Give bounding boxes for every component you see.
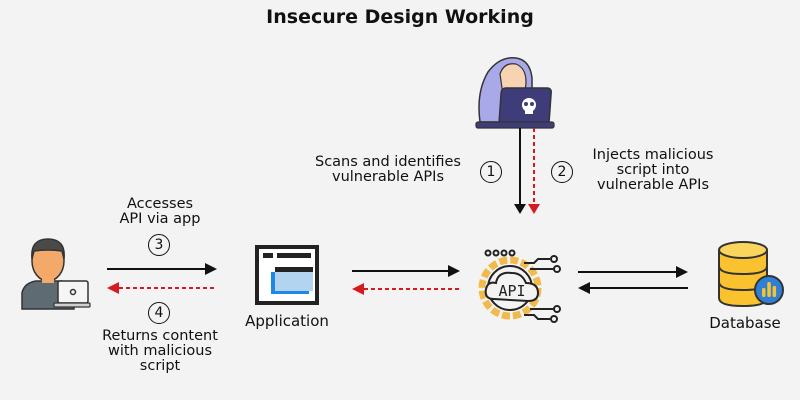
arrow-inject-to-api <box>528 128 540 214</box>
arrow-user-to-app <box>107 263 217 275</box>
chart-badge-icon <box>754 275 784 305</box>
diagram-title: Insecure Design Working <box>266 6 534 28</box>
database-label: Database <box>709 314 781 332</box>
api-cloud-icon: API <box>478 249 561 323</box>
step-1-badge: 1 <box>480 161 502 183</box>
application-label: Application <box>245 312 329 330</box>
step-4-label: Returns content with malicious script <box>102 328 218 374</box>
arrow-scan-to-api <box>514 128 526 214</box>
step-1-label: Scans and identifies vulnerable APIs <box>315 154 461 185</box>
hacker-icon <box>475 57 555 129</box>
user-laptop-icon <box>21 238 91 310</box>
arrow-api-to-app-malicious <box>352 283 460 295</box>
application-window-icon <box>255 245 319 305</box>
step-4-badge: 4 <box>148 302 170 324</box>
arrow-app-to-api <box>352 265 460 277</box>
skull-icon <box>522 98 536 114</box>
step-2-badge: 2 <box>551 161 573 183</box>
arrow-db-to-api <box>578 282 688 294</box>
api-text: API <box>498 282 525 300</box>
database-icon <box>718 241 784 308</box>
arrow-api-to-db <box>578 266 688 278</box>
step-3-label: Accesses API via app <box>119 196 201 227</box>
arrow-app-to-user-malicious <box>107 282 217 294</box>
step-2-label: Injects malicious script into vulnerable… <box>592 147 714 193</box>
step-3-badge: 3 <box>148 234 170 256</box>
